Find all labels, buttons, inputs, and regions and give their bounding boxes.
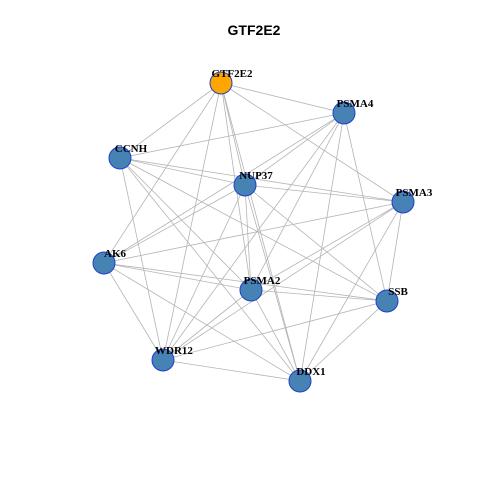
- edge-ak6-wdr12: [103, 262, 164, 361]
- edge-ccnh-ssb: [119, 157, 388, 302]
- edge-gtf2e2-nup37: [220, 82, 246, 186]
- node-ak6: AK6: [92, 248, 127, 275]
- node-label-wdr12: WDR12: [155, 345, 193, 357]
- edge-ssb-ddx1: [299, 300, 388, 382]
- edge-psma3-psma2: [250, 201, 404, 291]
- edge-ak6-psma2: [103, 262, 252, 291]
- edge-psma3-wdr12: [162, 201, 404, 361]
- node-circle-ddx1: [288, 369, 312, 393]
- node-circle-psma2: [239, 278, 263, 302]
- node-ddx1: DDX1: [288, 366, 326, 393]
- node-circle-psma4: [332, 101, 356, 125]
- edge-psma2-wdr12: [162, 289, 252, 361]
- edge-gtf2e2-psma3: [220, 82, 404, 203]
- node-ccnh: CCNH: [108, 143, 148, 170]
- node-ssb: SSB: [375, 286, 408, 313]
- node-gtf2e2: GTF2E2: [209, 68, 253, 95]
- edge-nup37-ddx1: [244, 184, 301, 382]
- edge-nup37-ak6: [103, 184, 246, 264]
- edge-psma4-ak6: [103, 112, 345, 264]
- edge-gtf2e2-wdr12: [162, 82, 222, 361]
- node-label-psma2: PSMA2: [244, 275, 281, 287]
- edge-psma3-ssb: [386, 201, 404, 302]
- edge-gtf2e2-psma4: [220, 82, 345, 114]
- node-circle-gtf2e2: [209, 71, 233, 95]
- edge-psma4-nup37: [244, 112, 345, 186]
- node-label-psma4: PSMA4: [337, 98, 374, 110]
- edge-psma4-wdr12: [162, 112, 345, 361]
- edge-ccnh-psma3: [119, 157, 404, 203]
- edge-psma4-ccnh: [119, 112, 345, 159]
- edge-psma3-ddx1: [299, 201, 404, 382]
- edge-ccnh-wdr12: [119, 157, 164, 361]
- edge-ccnh-nup37: [119, 157, 246, 186]
- edge-ccnh-psma2: [119, 157, 252, 291]
- edge-nup37-psma2: [244, 184, 252, 291]
- edge-nup37-ssb: [244, 184, 388, 302]
- node-circle-nup37: [233, 173, 257, 197]
- node-circle-ssb: [375, 289, 399, 313]
- node-circle-wdr12: [151, 348, 175, 372]
- node-psma4: PSMA4: [332, 98, 374, 125]
- node-circle-ak6: [92, 251, 116, 275]
- edge-wdr12-ddx1: [162, 359, 301, 382]
- edge-psma2-ddx1: [250, 289, 301, 382]
- node-nup37: NUP37: [233, 170, 273, 197]
- edge-psma4-ddx1: [299, 112, 345, 382]
- node-label-ak6: AK6: [104, 248, 127, 260]
- node-circle-psma3: [391, 190, 415, 214]
- edge-ssb-wdr12: [162, 300, 388, 361]
- node-circle-ccnh: [108, 146, 132, 170]
- node-label-ssb: SSB: [388, 286, 408, 298]
- edge-layer: [103, 82, 404, 382]
- edge-gtf2e2-ddx1: [220, 82, 301, 382]
- edge-gtf2e2-ccnh: [119, 82, 222, 159]
- node-label-psma3: PSMA3: [396, 187, 433, 199]
- edge-psma3-ak6: [103, 201, 404, 264]
- edge-gtf2e2-ak6: [103, 82, 222, 264]
- diagram-title: GTF2E2: [228, 22, 281, 38]
- edge-nup37-wdr12: [162, 184, 246, 361]
- node-psma3: PSMA3: [391, 187, 433, 214]
- edge-ak6-ddx1: [103, 262, 301, 382]
- edge-psma2-ssb: [250, 289, 388, 302]
- node-label-ccnh: CCNH: [115, 143, 148, 155]
- edge-psma4-ssb: [343, 112, 388, 302]
- node-wdr12: WDR12: [151, 345, 193, 372]
- node-label-ddx1: DDX1: [296, 366, 325, 378]
- edge-ccnh-ddx1: [119, 157, 301, 382]
- node-psma2: PSMA2: [239, 275, 281, 302]
- edge-nup37-psma3: [244, 184, 404, 203]
- node-label-gtf2e2: GTF2E2: [212, 68, 253, 80]
- node-label-nup37: NUP37: [239, 170, 273, 182]
